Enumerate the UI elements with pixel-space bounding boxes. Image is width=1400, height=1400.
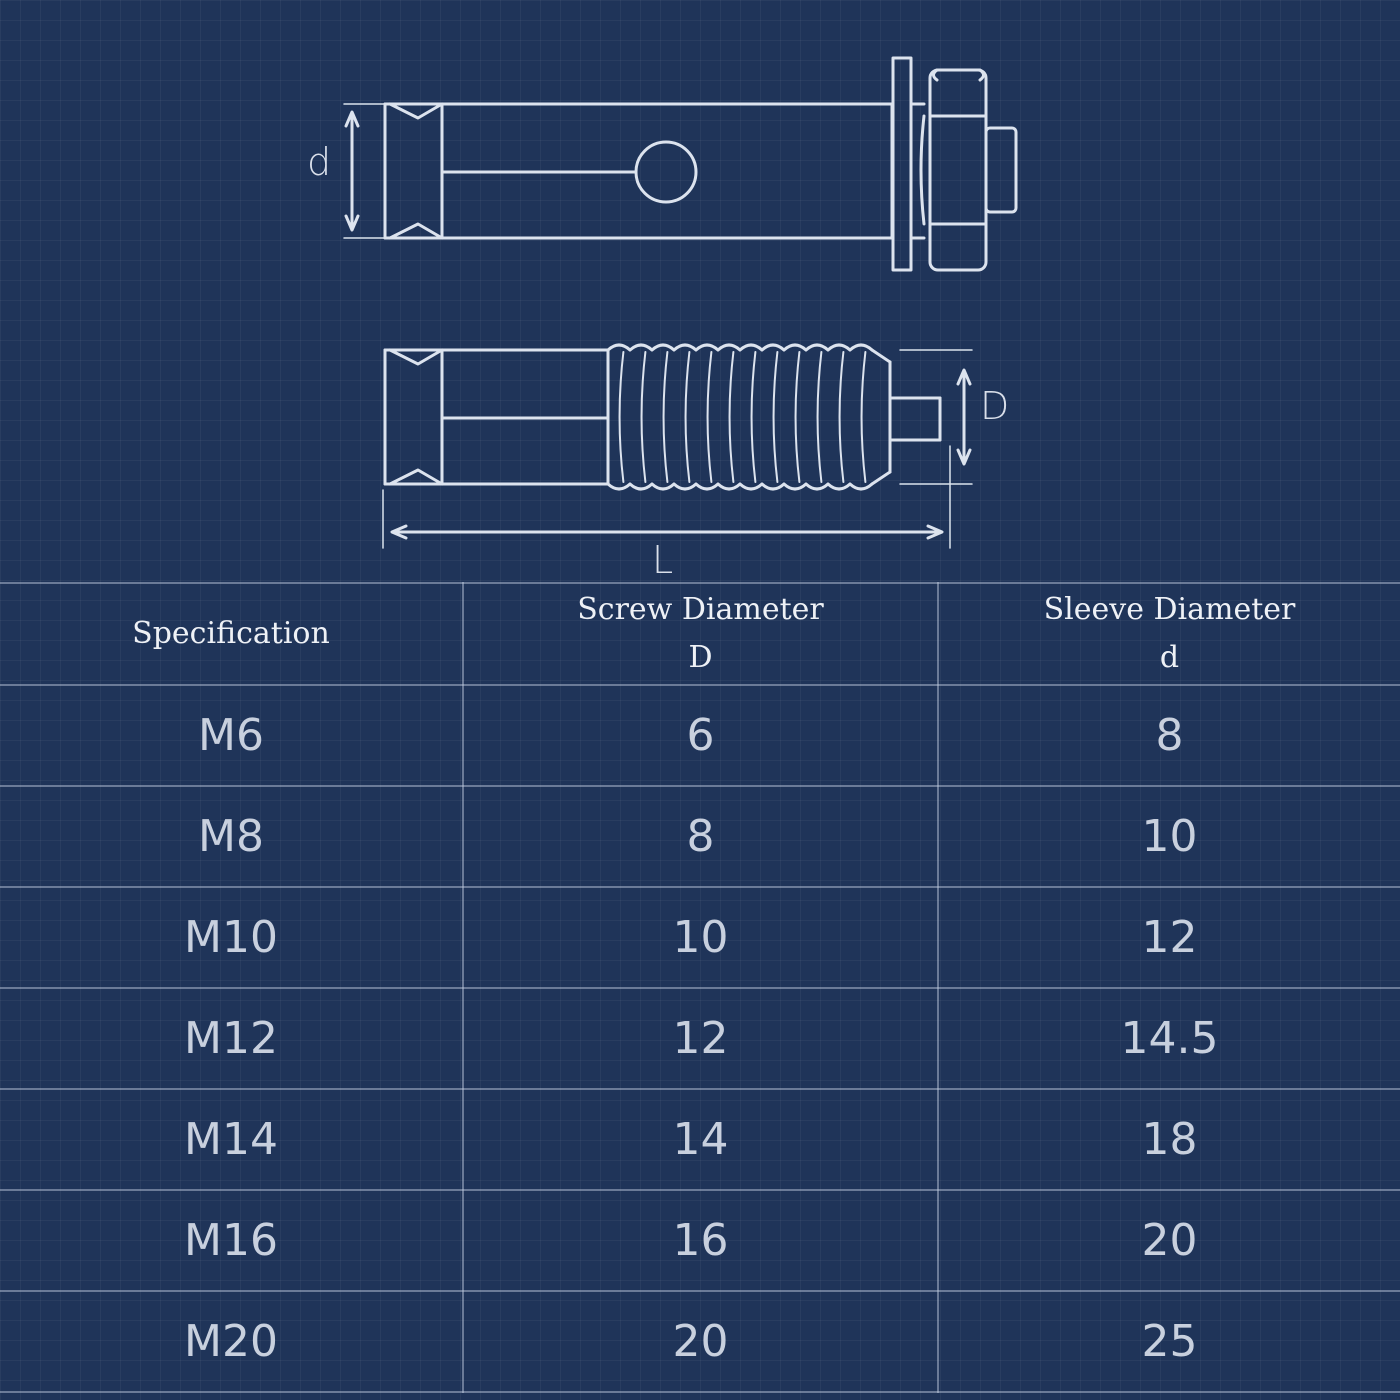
- side-view-thread: [606, 343, 942, 491]
- top-view-sleeve: [383, 102, 894, 240]
- anchor-bolt-drawing: [343, 56, 1018, 549]
- cell-screw-diameter: 8: [462, 785, 939, 888]
- thread-turn: [728, 351, 735, 483]
- table-header-row: Specification Screw Diameter D Sleeve Di…: [0, 582, 1400, 686]
- cell-screw-diameter: 10: [462, 886, 939, 989]
- table-row: M6 6 8: [0, 684, 1400, 787]
- cell-sleeve-diameter: 8: [937, 684, 1400, 787]
- table-row: M10 10 12: [0, 886, 1400, 989]
- cell-screw-diameter: 6: [462, 684, 939, 787]
- cell-specification: M10: [0, 886, 464, 989]
- label-length: L: [652, 538, 674, 582]
- thread-turn: [684, 351, 691, 483]
- thread-turn: [794, 351, 801, 483]
- header-sleeve-diameter-label: Sleeve Diameter: [1043, 592, 1296, 627]
- thread-turn: [706, 351, 713, 483]
- cell-screw-diameter: 14: [462, 1088, 939, 1191]
- cell-specification: M16: [0, 1189, 464, 1292]
- cell-specification: M20: [0, 1290, 464, 1393]
- spec-table: Specification Screw Diameter D Sleeve Di…: [0, 582, 1400, 1393]
- thread-turn: [772, 351, 779, 483]
- thread-crest: [606, 482, 874, 491]
- thread-turn: [662, 351, 669, 483]
- cell-sleeve-diameter: 10: [937, 785, 1400, 888]
- cell-sleeve-diameter: 12: [937, 886, 1400, 989]
- thread-turn: [816, 351, 823, 483]
- thread-turn: [640, 351, 647, 483]
- side-view-sleeve: [383, 348, 610, 486]
- cell-sleeve-diameter: 14.5: [937, 987, 1400, 1090]
- header-screw-diameter-symbol: D: [688, 640, 713, 675]
- cell-screw-diameter: 20: [462, 1290, 939, 1393]
- label-sleeve-diameter: d: [307, 140, 332, 184]
- thread-turn: [618, 351, 625, 483]
- cell-specification: M12: [0, 987, 464, 1090]
- cell-sleeve-diameter: 18: [937, 1088, 1400, 1191]
- L-dimension: [382, 445, 951, 549]
- cell-specification: M6: [0, 684, 464, 787]
- cell-screw-diameter: 12: [462, 987, 939, 1090]
- cell-specification: M14: [0, 1088, 464, 1191]
- top-view-washer: [891, 56, 926, 272]
- header-screw-diameter-label: Screw Diameter: [577, 592, 824, 627]
- header-screw-diameter: Screw Diameter D: [462, 582, 939, 686]
- top-view-hex-nut: [919, 68, 1018, 272]
- thread-crest: [606, 343, 874, 352]
- thread-turn: [860, 351, 867, 483]
- header-specification-label: Specification: [132, 616, 330, 651]
- cell-sleeve-diameter: 20: [937, 1189, 1400, 1292]
- thread-turn: [838, 351, 845, 483]
- table-row: M20 20 25: [0, 1290, 1400, 1393]
- thread-turn: [750, 351, 757, 483]
- cell-screw-diameter: 16: [462, 1189, 939, 1292]
- table-row: M8 8 10: [0, 785, 1400, 888]
- header-specification: Specification: [0, 582, 464, 686]
- cell-specification: M8: [0, 785, 464, 888]
- table-row: M12 12 14.5: [0, 987, 1400, 1090]
- top-view-d-dimension: [343, 103, 385, 239]
- cell-sleeve-diameter: 25: [937, 1290, 1400, 1393]
- header-sleeve-diameter: Sleeve Diameter d: [937, 582, 1400, 686]
- label-screw-diameter: D: [980, 384, 1010, 428]
- table-row: M16 16 20: [0, 1189, 1400, 1292]
- header-sleeve-diameter-symbol: d: [1159, 640, 1180, 675]
- table-row: M14 14 18: [0, 1088, 1400, 1191]
- side-view-D-dimension: [899, 349, 973, 485]
